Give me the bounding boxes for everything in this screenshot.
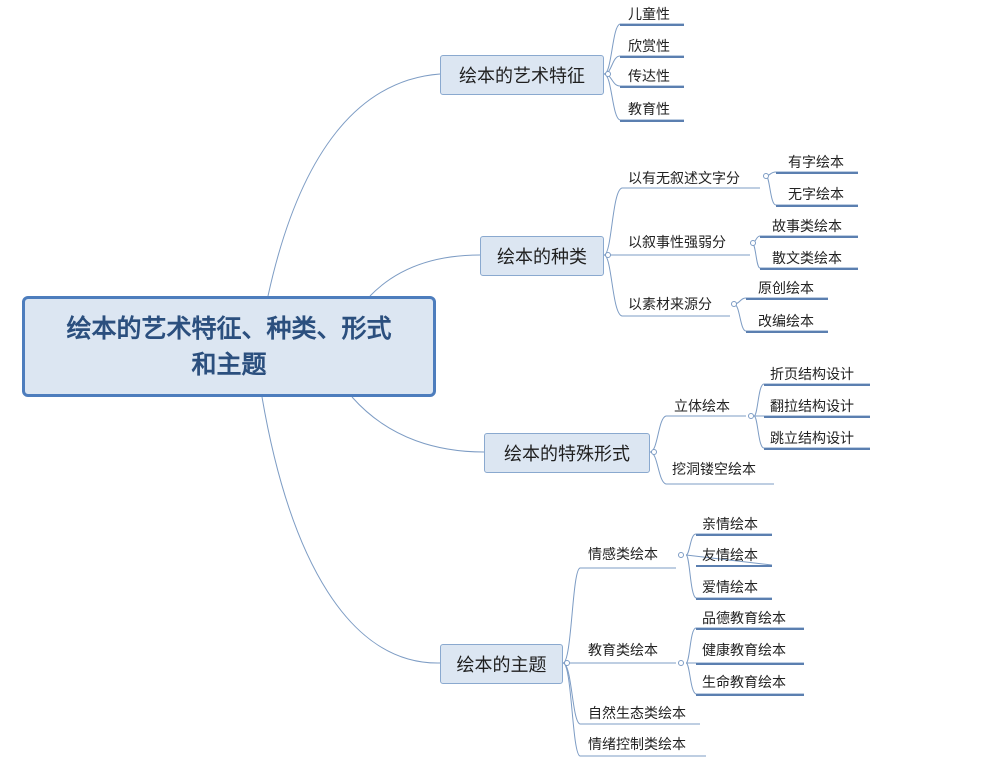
- leaf-topic[interactable]: 有字绘本: [788, 155, 844, 171]
- subtopic[interactable]: 教育类绘本: [588, 643, 658, 659]
- collapse-toggle-icon[interactable]: [748, 413, 754, 419]
- subtopic[interactable]: 以有无叙述文字分: [628, 171, 740, 187]
- subtopic[interactable]: 情感类绘本: [588, 547, 658, 563]
- leaf-topic[interactable]: 改编绘本: [758, 314, 814, 330]
- leaf-topic[interactable]: 品德教育绘本: [702, 611, 786, 627]
- collapse-toggle-icon[interactable]: [731, 301, 737, 307]
- branch-label: 绘本的主题: [456, 655, 547, 676]
- subtopic[interactable]: 挖洞镂空绘本: [672, 462, 756, 478]
- branch-label: 绘本的种类: [497, 247, 587, 268]
- subtopic[interactable]: 情绪控制类绘本: [588, 737, 686, 753]
- collapse-toggle-icon[interactable]: [605, 252, 611, 258]
- leaf-topic[interactable]: 亲情绘本: [702, 517, 758, 533]
- collapse-toggle-icon[interactable]: [678, 552, 684, 558]
- leaf-topic[interactable]: 教育性: [628, 102, 670, 118]
- leaf-topic[interactable]: 健康教育绘本: [702, 643, 786, 659]
- collapse-toggle-icon[interactable]: [678, 660, 684, 666]
- branch-label: 绘本的艺术特征: [459, 66, 585, 87]
- branch-types[interactable]: 绘本的种类: [480, 236, 604, 276]
- leaf-topic[interactable]: 传达性: [628, 69, 670, 85]
- root-title-line1: 绘本的艺术特征、种类、形式: [66, 313, 392, 343]
- branch-label: 绘本的特殊形式: [504, 444, 630, 465]
- leaf-topic[interactable]: 生命教育绘本: [702, 675, 786, 691]
- leaf-topic[interactable]: 原创绘本: [758, 281, 814, 297]
- collapse-toggle-icon[interactable]: [651, 449, 657, 455]
- branch-art-features[interactable]: 绘本的艺术特征: [440, 55, 604, 95]
- leaf-topic[interactable]: 无字绘本: [788, 187, 844, 203]
- leaf-topic[interactable]: 爱情绘本: [702, 580, 758, 596]
- collapse-toggle-icon[interactable]: [605, 71, 611, 77]
- leaf-topic[interactable]: 友情绘本: [702, 548, 758, 564]
- collapse-toggle-icon[interactable]: [564, 660, 570, 666]
- root-title-line2: 和主题: [191, 349, 267, 379]
- leaf-topic[interactable]: 翻拉结构设计: [770, 399, 854, 415]
- collapse-toggle-icon[interactable]: [750, 240, 756, 246]
- leaf-topic[interactable]: 故事类绘本: [772, 219, 842, 235]
- subtopic[interactable]: 自然生态类绘本: [588, 706, 686, 722]
- leaf-topic[interactable]: 跳立结构设计: [770, 431, 854, 447]
- collapse-toggle-icon[interactable]: [763, 173, 769, 179]
- branch-themes[interactable]: 绘本的主题: [440, 644, 563, 684]
- subtopic[interactable]: 以素材来源分: [628, 297, 712, 313]
- root-topic[interactable]: 绘本的艺术特征、种类、形式 和主题: [22, 296, 436, 397]
- leaf-topic[interactable]: 欣赏性: [628, 39, 670, 55]
- leaf-topic[interactable]: 散文类绘本: [772, 251, 842, 267]
- leaf-topic[interactable]: 儿童性: [628, 7, 670, 23]
- subtopic[interactable]: 立体绘本: [674, 399, 730, 415]
- leaf-topic[interactable]: 折页结构设计: [770, 367, 854, 383]
- subtopic[interactable]: 以叙事性强弱分: [628, 235, 726, 251]
- branch-special-forms[interactable]: 绘本的特殊形式: [484, 433, 650, 473]
